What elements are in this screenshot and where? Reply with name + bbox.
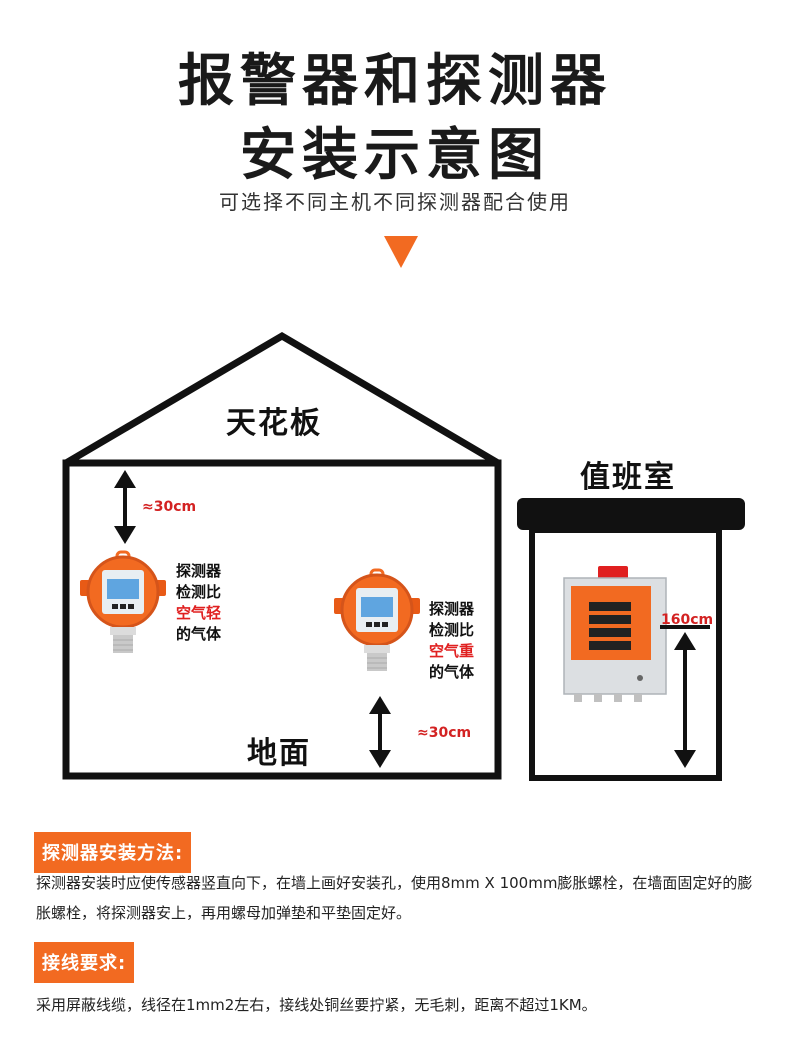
- alarm-controller-icon: [563, 566, 667, 702]
- gas-detector-icon: [334, 568, 420, 671]
- bottom-gap-arrow-icon: [369, 696, 391, 768]
- note-line: 检测比: [176, 583, 222, 601]
- install-heading: 探测器安装方法:: [34, 832, 192, 873]
- gas-detector-icon: [80, 550, 166, 653]
- controller-height-label: 160cm: [661, 612, 714, 628]
- note-line: 的气体: [176, 625, 222, 643]
- note-line: 探测器: [176, 562, 222, 580]
- detector-heavy-note: 探测器 检测比 空气重 的气体: [429, 599, 474, 683]
- duty-room-label: 值班室: [580, 460, 676, 495]
- top-gap-label: ≈30cm: [142, 499, 197, 515]
- floor-label: 地面: [247, 736, 311, 771]
- note-highlight: 空气轻: [176, 604, 222, 622]
- note-line: 探测器: [429, 600, 475, 618]
- top-gap-arrow-icon: [114, 470, 136, 544]
- note-line: 检测比: [429, 621, 475, 639]
- bottom-gap-label: ≈30cm: [417, 725, 472, 741]
- duty-room: [517, 498, 745, 781]
- ceiling-label: 天花板: [226, 406, 322, 441]
- page-title-line1: 报警器和探测器: [178, 49, 612, 114]
- detector-light-note: 探测器 检测比 空气轻 的气体: [176, 561, 221, 645]
- page-subtitle: 可选择不同主机不同探测器配合使用: [219, 190, 571, 214]
- note-line: 的气体: [429, 663, 475, 681]
- install-text: 探测器安装时应使传感器竖直向下，在墙上画好安装孔，使用8mm X 100mm膨胀…: [36, 874, 753, 922]
- note-highlight: 空气重: [429, 642, 475, 660]
- wiring-text: 采用屏蔽线缆，线径在1mm2左右，接线处铜丝要拧紧，无毛刺，距离不超过1KM。: [36, 996, 597, 1014]
- down-triangle-icon: [384, 236, 418, 268]
- house-walls: [62, 459, 502, 780]
- installation-diagram: [62, 331, 745, 781]
- controller-height-arrow-icon: [660, 625, 710, 768]
- house-roof: [64, 331, 500, 467]
- page-title-line2: 安装示意图: [240, 123, 550, 188]
- wiring-heading: 接线要求:: [34, 942, 135, 983]
